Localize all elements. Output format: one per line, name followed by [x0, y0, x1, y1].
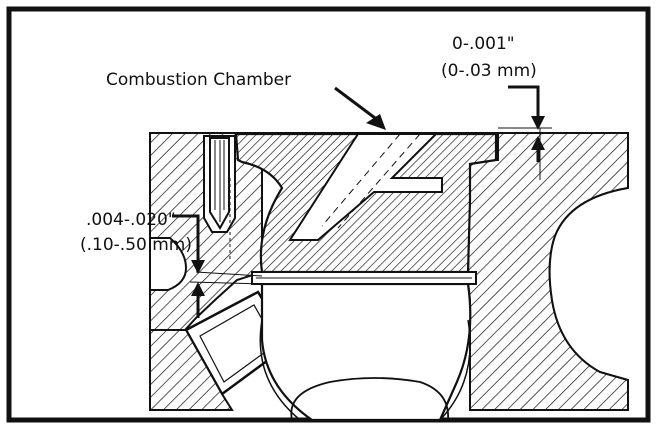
side-clearance-arrow-up: [191, 282, 205, 296]
combustion-chamber-label: Combustion Chamber: [106, 70, 291, 90]
prechamber-cavity: [260, 282, 472, 422]
chamber-arrow: [366, 114, 386, 130]
side-clearance-inches: .004-.020": [86, 210, 176, 230]
side-clearance-mm: (.10-.50 mm): [80, 235, 192, 255]
water-jacket-opening: [149, 237, 188, 291]
top-clearance-inches: 0-.001": [452, 34, 515, 54]
lower-left-casting: [149, 329, 234, 411]
chamber-leader: [334, 86, 376, 120]
top-clearance-arrow-down: [531, 116, 545, 130]
throat-passage: [288, 133, 443, 241]
top-clearance-leader: [508, 85, 540, 118]
top-clearance-mm: (0-.03 mm): [441, 61, 537, 81]
top-clearance-arrow-up: [531, 136, 545, 150]
side-clearance-leader: [172, 214, 200, 262]
side-clearance-arrow-down: [191, 260, 205, 274]
